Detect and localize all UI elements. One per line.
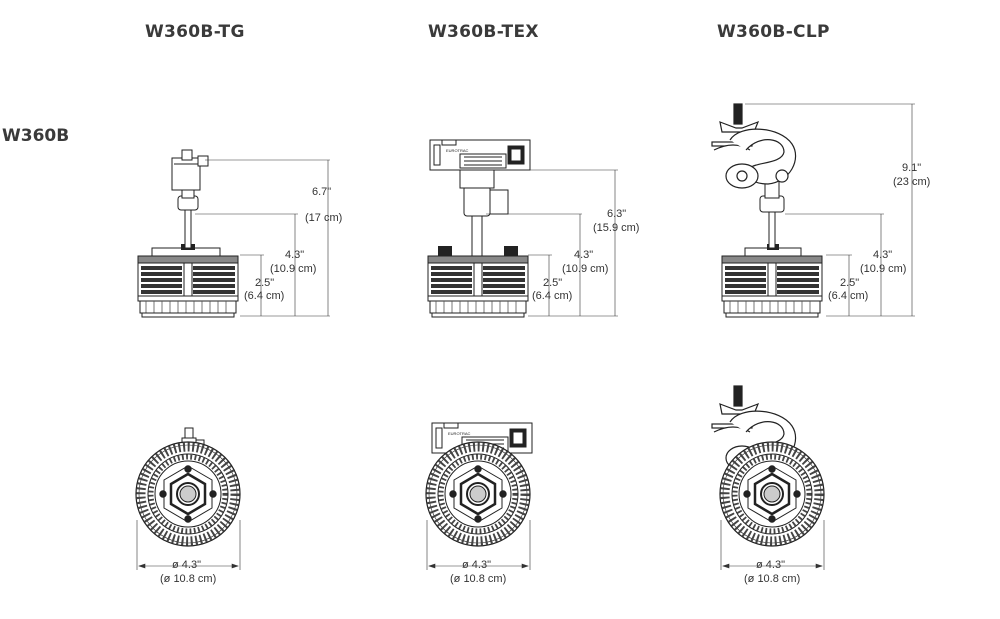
- clp-low-cm: (6.4 cm): [828, 290, 868, 302]
- tg-total-in: 6.7": [312, 186, 331, 198]
- clp-dia-in: ø 4.3": [756, 559, 785, 571]
- tg-dia-cm: (ø 10.8 cm): [160, 573, 216, 585]
- tex-adapter-brand: EUROTRAC: [446, 148, 469, 153]
- tg-total-cm: (17 cm): [305, 212, 342, 224]
- tex-total-cm: (15.9 cm): [593, 222, 639, 234]
- tg-low-in: 2.5": [255, 277, 274, 289]
- clp-dia-cm: (ø 10.8 cm): [744, 573, 800, 585]
- diameter-dimension-lines: [136, 520, 825, 570]
- tex-mid-cm: (10.9 cm): [562, 263, 608, 275]
- tex-mid-in: 4.3": [574, 249, 593, 261]
- clp-mid-in: 4.3": [873, 249, 892, 261]
- tex-side-view: EUROTRAC: [427, 139, 531, 318]
- header-clp: W360B-CLP: [717, 22, 830, 42]
- clp-low-in: 2.5": [840, 277, 859, 289]
- tex-total-in: 6.3": [607, 208, 626, 220]
- clp-total-in: 9.1": [902, 162, 921, 174]
- tex-front-view: EUROTRAC: [426, 422, 532, 546]
- header-tex: W360B-TEX: [428, 22, 539, 42]
- tex-dimension-lines: [486, 169, 618, 317]
- row-label: W360B: [2, 126, 70, 146]
- clp-side-view: [711, 103, 823, 318]
- clp-mid-cm: (10.9 cm): [860, 263, 906, 275]
- tex-front-adapter-brand: EUROTRAC: [448, 431, 471, 436]
- clp-front-view: [711, 385, 824, 546]
- tg-dia-in: ø 4.3": [172, 559, 201, 571]
- tg-side-view: [137, 149, 239, 318]
- tex-dia-in: ø 4.3": [462, 559, 491, 571]
- clp-total-cm: (23 cm): [893, 176, 930, 188]
- tex-dia-cm: (ø 10.8 cm): [450, 573, 506, 585]
- header-tg: W360B-TG: [145, 22, 245, 42]
- tg-dimension-lines: [195, 159, 330, 317]
- tg-low-cm: (6.4 cm): [244, 290, 284, 302]
- clp-dimension-lines: [745, 103, 915, 317]
- tex-low-cm: (6.4 cm): [532, 290, 572, 302]
- tg-mid-in: 4.3": [285, 249, 304, 261]
- tg-front-view: [136, 427, 240, 546]
- tex-low-in: 2.5": [543, 277, 562, 289]
- tg-mid-cm: (10.9 cm): [270, 263, 316, 275]
